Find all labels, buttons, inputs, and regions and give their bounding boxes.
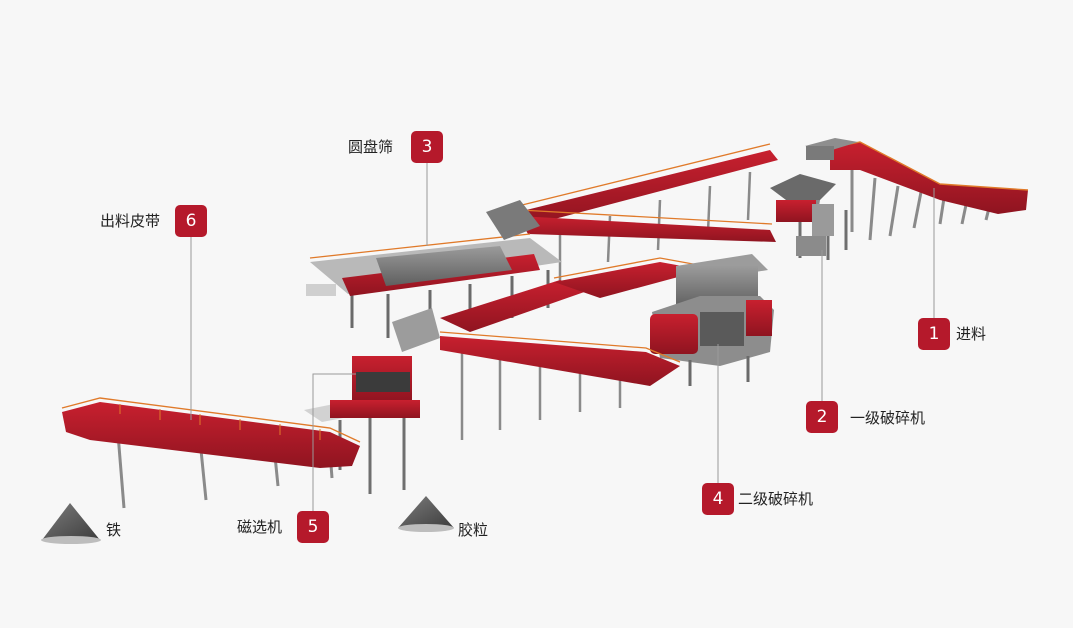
badge-1-feeding: 1	[918, 318, 950, 350]
label-disc-screen: 圆盘筛	[348, 138, 394, 156]
iron-pile-shadow	[41, 536, 101, 544]
label-magnetic-separator: 磁选机	[237, 518, 283, 536]
badge-4-secondary-shredder: 4	[702, 483, 734, 515]
iron-pile	[42, 503, 100, 540]
label-iron: 铁	[106, 521, 122, 539]
badge-2-primary-shredder: 2	[806, 401, 838, 433]
rubber-granule-pile	[398, 496, 454, 528]
label-output-belt: 出料皮带	[100, 212, 161, 230]
rubber-granule-pile-shadow	[398, 524, 454, 532]
upper-long-conveyor	[517, 143, 778, 282]
secondary-shredder	[650, 254, 774, 386]
magnetic-separator	[304, 308, 440, 494]
feed-conveyor	[805, 138, 1029, 241]
badge-3-disc-screen: 3	[411, 131, 443, 163]
label-feeding: 进料	[956, 325, 987, 343]
badge-6-output-belt: 6	[175, 205, 207, 237]
label-secondary-shredder: 二级破碎机	[738, 490, 814, 508]
middle-conveyor	[553, 257, 705, 298]
label-primary-shredder: 一级破碎机	[850, 409, 926, 427]
lower-conveyor	[439, 331, 681, 440]
badge-5-magnetic-separator: 5	[297, 511, 329, 543]
leader-line-5	[312, 373, 356, 511]
output-conveyor	[61, 397, 361, 509]
label-rubber-granules: 胶粒	[458, 521, 489, 539]
primary-shredder	[770, 174, 848, 260]
